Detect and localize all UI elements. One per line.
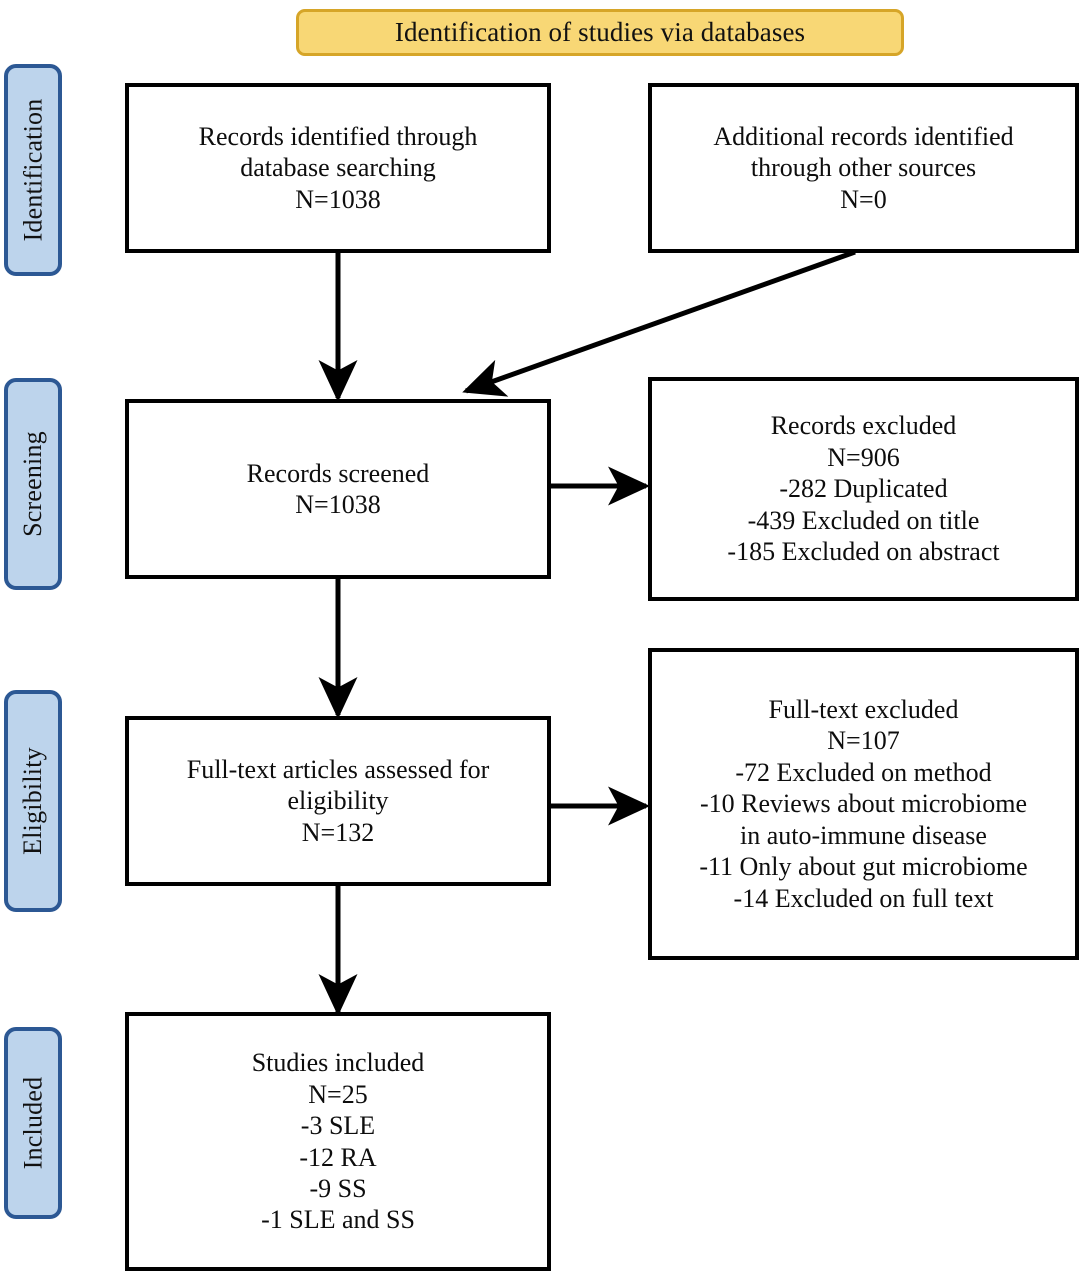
stage-label-eligibility: Eligibility xyxy=(4,690,62,912)
box-line: N=0 xyxy=(840,184,887,214)
box-fulltext-assessed: Full-text articles assessed for eligibil… xyxy=(125,716,551,886)
stage-label-text: Included xyxy=(18,1076,47,1170)
box-line: N=107 xyxy=(827,726,900,756)
box-line: eligibility xyxy=(287,786,389,816)
stage-label-screening: Screening xyxy=(4,378,62,590)
box-line: -9 SS xyxy=(309,1173,367,1203)
box-line: -282 Duplicated xyxy=(779,474,948,504)
page-title: Identification of studies via databases xyxy=(394,17,806,48)
box-line: database searching xyxy=(240,153,436,183)
box-line: Records excluded xyxy=(770,411,957,441)
box-line: -439 Excluded on title xyxy=(747,505,980,535)
stage-label-text: Eligibility xyxy=(18,747,47,855)
box-records-identified: Records identified through database sear… xyxy=(125,83,551,253)
stage-label-text: Screening xyxy=(18,431,48,537)
box-line: Full-text articles assessed for xyxy=(186,754,490,784)
stage-label-identification: Identification xyxy=(4,64,62,276)
box-line: N=1038 xyxy=(295,184,381,214)
box-line: Records screened xyxy=(246,458,430,488)
box-line: N=906 xyxy=(827,442,900,472)
box-line: N=25 xyxy=(308,1079,368,1109)
box-line: -72 Excluded on method xyxy=(735,757,992,787)
box-line: -1 SLE and SS xyxy=(261,1205,415,1235)
box-line: -11 Only about gut microbiome xyxy=(699,852,1028,882)
box-line: Additional records identified xyxy=(713,121,1014,151)
box-line: -3 SLE xyxy=(300,1111,376,1141)
stage-label-text: Identification xyxy=(18,98,48,242)
box-line: -185 Excluded on abstract xyxy=(727,537,1000,567)
box-line: in auto-immune disease xyxy=(740,820,987,850)
box-additional-records: Additional records identified through ot… xyxy=(648,83,1079,253)
box-line: Records identified through xyxy=(198,121,478,151)
box-line: -12 RA xyxy=(299,1142,377,1172)
box-records-excluded: Records excluded N=906 -282 Duplicated -… xyxy=(648,377,1079,601)
box-line: N=1038 xyxy=(295,490,381,519)
box-studies-included: Studies included N=25 -3 SLE -12 RA -9 S… xyxy=(125,1012,551,1271)
box-fulltext-excluded: Full-text excluded N=107 -72 Excluded on… xyxy=(648,648,1079,960)
box-line: Studies included xyxy=(251,1048,425,1078)
arrow-additional-to-screened xyxy=(462,249,856,397)
box-line: -14 Excluded on full text xyxy=(733,883,994,913)
box-line: N=132 xyxy=(301,817,375,847)
box-line: through other sources xyxy=(750,153,977,183)
box-line: -10 Reviews about microbiome xyxy=(699,789,1028,819)
box-records-screened: Records screened N=1038 xyxy=(125,399,551,579)
stage-label-included: Included xyxy=(4,1027,62,1219)
diagram-title-banner: Identification of studies via databases xyxy=(296,9,904,56)
box-line: Full-text excluded xyxy=(768,694,959,724)
